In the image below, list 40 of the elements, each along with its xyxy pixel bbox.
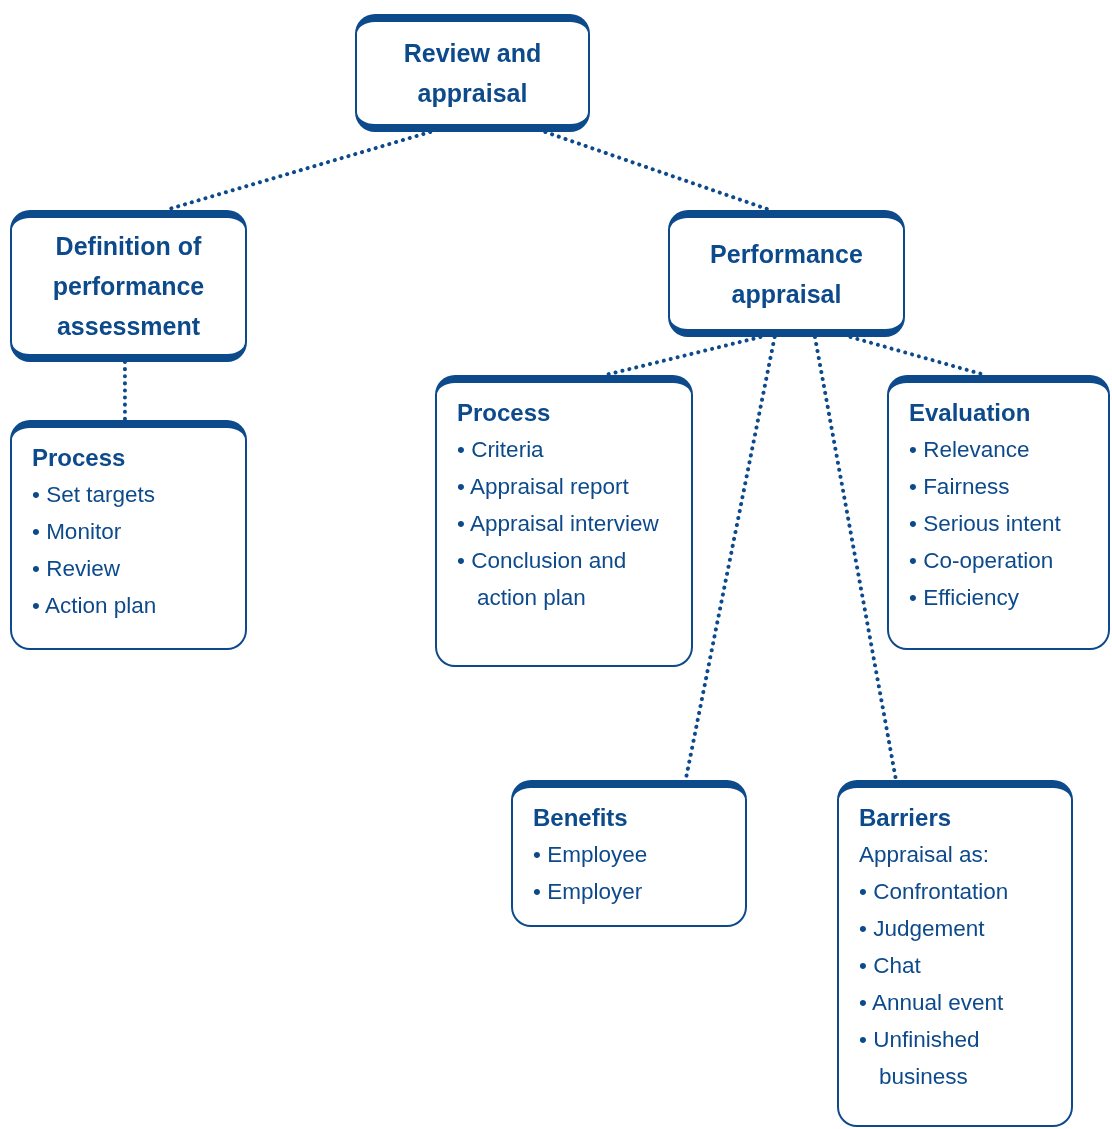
list-item: • Review	[32, 555, 121, 583]
list-item: • Employee	[533, 841, 649, 869]
box-heading: Process	[457, 398, 552, 428]
dotted-connector	[543, 130, 772, 212]
content-box	[837, 780, 1073, 1127]
list-item: • Co-operation	[909, 547, 1055, 575]
list-item: • Action plan	[32, 592, 158, 620]
list-item: • Conclusion and action plan	[457, 547, 628, 612]
list-item: • Monitor	[32, 518, 123, 546]
box-heading: Process	[32, 443, 127, 473]
content-box	[887, 375, 1110, 650]
list-item: Appraisal as:	[859, 841, 991, 869]
list-item: • Chat	[859, 952, 922, 980]
box-heading: Benefits	[533, 803, 629, 833]
list-item: • Employer	[533, 878, 644, 906]
content-box	[10, 420, 247, 650]
list-item: • Efficiency	[909, 584, 1020, 612]
list-item: • Criteria	[457, 436, 545, 464]
list-item: • Appraisal interview	[457, 510, 660, 538]
box-heading: Review and appraisal	[402, 38, 543, 109]
topic-box	[668, 210, 905, 337]
dotted-connector	[812, 335, 898, 782]
topic-box	[10, 210, 247, 362]
list-item: • Judgement	[859, 915, 986, 943]
content-box	[435, 375, 693, 667]
box-heading: Performance appraisal	[709, 238, 864, 310]
list-item: • Appraisal report	[457, 473, 630, 501]
list-item: • Relevance	[909, 436, 1031, 464]
content-box	[511, 780, 747, 927]
list-item: • Serious intent	[909, 510, 1062, 538]
dotted-connector	[122, 360, 127, 422]
list-item: • Annual event	[859, 989, 1005, 1017]
list-item: • Fairness	[909, 473, 1011, 501]
list-item: • Set targets	[32, 481, 156, 509]
list-item: • Unfinished business	[859, 1026, 981, 1091]
topic-box	[355, 14, 590, 132]
list-item: • Confrontation	[859, 878, 1010, 906]
box-heading: Definition of performance assessment	[51, 231, 206, 342]
box-heading: Evaluation	[909, 398, 1032, 428]
box-heading: Barriers	[859, 803, 953, 833]
